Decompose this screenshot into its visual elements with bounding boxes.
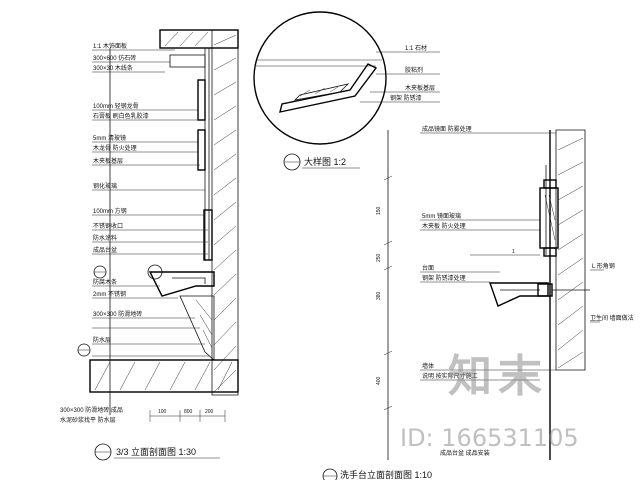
right-dim-4: 400 — [376, 376, 382, 385]
right-bottom-note-1: 说明 按实际尺寸施工 — [422, 372, 478, 380]
right-dim-1: 150 — [376, 206, 382, 215]
left-label-15: 2mm 不锈钢 — [93, 290, 126, 298]
left-bottom-note-1: 300×300 防滑地砖 成品 — [60, 406, 123, 414]
left-label-5: 石膏板 刷白色乳胶漆 — [93, 112, 149, 120]
detail-a-label-3: 木夹板基层 — [405, 84, 435, 92]
right-title-marker — [322, 468, 338, 480]
left-dim-3: 200 — [205, 409, 214, 415]
left-bottom-note-2: 水泥砂浆找平 防水层 — [60, 416, 116, 424]
left-label-12: 防水涂料 — [93, 234, 117, 242]
right-label-2: 5mm 镜面玻璃 — [422, 212, 461, 220]
left-label-10: 100mm 方钢 — [93, 207, 127, 215]
detail-callout-circle — [147, 264, 163, 280]
left-label-7: 木龙骨 防火处理 — [93, 144, 137, 152]
left-label-2: 300×600 仿石砖 — [93, 54, 136, 62]
left-dim-2: 800 — [184, 409, 193, 415]
left-label-1: 1:1 木饰面板 — [93, 42, 127, 50]
left-label-11: 不锈钢收口 — [93, 222, 123, 230]
wall-hatch — [213, 34, 237, 393]
right-label-7: 卫生间 墙面做法 — [590, 314, 634, 322]
watermark-logo: 知末 — [448, 351, 548, 402]
left-label-17: 防水层 — [93, 336, 111, 344]
detail-a-label-4: 钢架 防锈漆 — [390, 94, 422, 102]
left-section-view: 1:1 木饰面板 300×600 仿石砖 300×30 木线条 100mm 轻钢… — [60, 29, 239, 461]
left-label-13: 成品台盆 — [93, 246, 117, 254]
left-dim-1: 100 — [158, 409, 167, 415]
left-label-3: 300×30 木线条 — [93, 64, 133, 72]
detail-a-label-2: 胶粘剂 — [405, 66, 423, 74]
left-label-6: 5mm 清玻镜 — [93, 134, 126, 142]
left-label-4: 100mm 轻钢龙骨 — [93, 102, 139, 110]
detail-a-title: 大样图 1:2 — [304, 156, 346, 167]
left-label-16: 300×300 防滑地砖 — [93, 310, 142, 318]
right-view-title: 洗手台立面剖面图 1:10 — [340, 469, 432, 480]
left-label-9: 钢化玻璃 — [93, 182, 117, 190]
right-label-1: 成品镜面 防雾处理 — [422, 125, 472, 133]
left-label-8: 木夹板基层 — [93, 157, 123, 165]
right-dim-5: 1 — [512, 249, 515, 255]
right-label-6: L 形角钢 — [592, 262, 615, 270]
left-label-14: 防腐木条 — [93, 278, 117, 286]
right-section-view: 150 250 380 400 — [322, 125, 634, 480]
detail-a-label-1: 1:1 石材 — [405, 44, 427, 52]
right-label-8: 墙体 — [422, 362, 434, 370]
right-bottom-note-2: 成品台盆 成品安装 — [440, 449, 490, 457]
right-dim-2: 250 — [376, 253, 382, 262]
detail-a-view: 1:1 石材 胶粘剂 木夹板基层 钢架 防锈漆 大样图 1:2 — [253, 11, 440, 171]
right-label-4: 台面 — [422, 264, 434, 272]
mirror-panel — [539, 187, 559, 249]
watermark-id: ID: 166531105 — [400, 424, 579, 452]
right-label-5: 钢架 防锈漆处理 — [422, 274, 466, 282]
right-label-3: 木夹板 防火处理 — [422, 222, 466, 230]
right-dim-3: 380 — [376, 291, 382, 300]
left-view-title: 3/3 立面剖面图 1:30 — [116, 446, 196, 457]
detail-a-circle — [253, 11, 387, 145]
